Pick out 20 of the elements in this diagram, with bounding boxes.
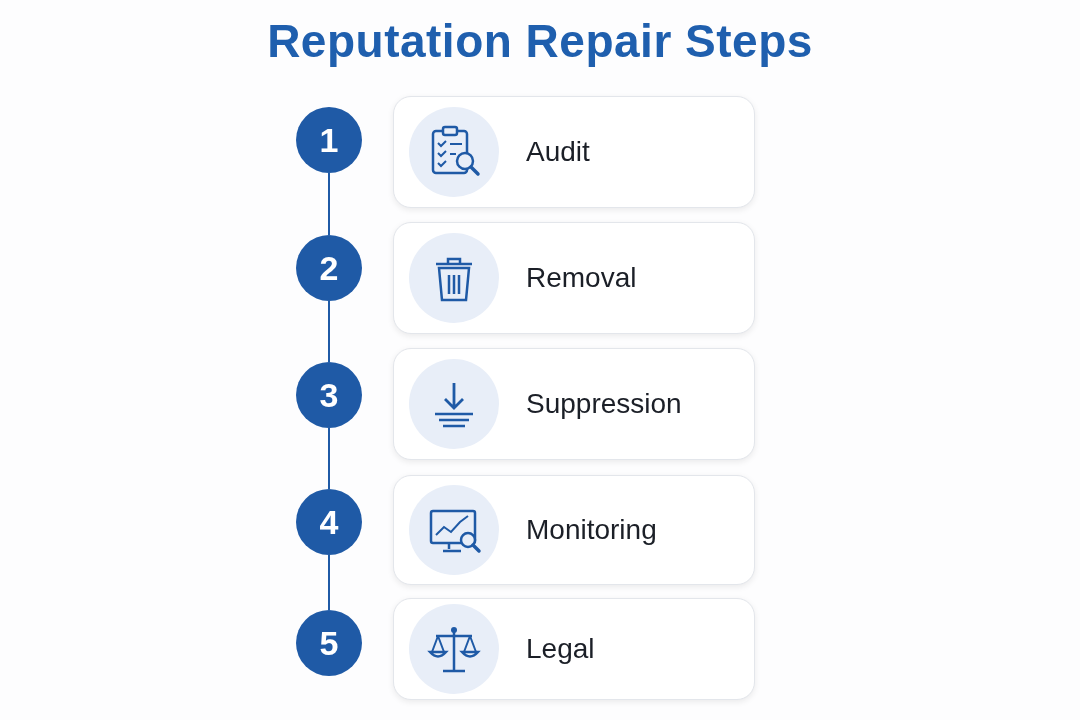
step-card xyxy=(393,475,755,585)
step-label: Monitoring xyxy=(526,513,657,547)
step-label: Suppression xyxy=(526,387,682,421)
title: Reputation Repair Steps xyxy=(267,15,813,67)
step-label: Legal xyxy=(526,632,595,666)
step-number-circle: 4 xyxy=(296,489,362,555)
step-card xyxy=(393,222,755,334)
step-label: Removal xyxy=(526,261,637,295)
connector-line xyxy=(328,300,330,363)
connector-line xyxy=(328,172,330,236)
connector-line xyxy=(328,427,330,490)
step-card xyxy=(393,96,755,208)
step-number-circle: 5 xyxy=(296,610,362,676)
step-number-circle: 3 xyxy=(296,362,362,428)
step-label: Audit xyxy=(526,135,590,169)
connector-line xyxy=(328,554,330,611)
step-card xyxy=(393,598,755,700)
step-number-circle: 1 xyxy=(296,107,362,173)
step-card xyxy=(393,348,755,460)
step-number-circle: 2 xyxy=(296,235,362,301)
